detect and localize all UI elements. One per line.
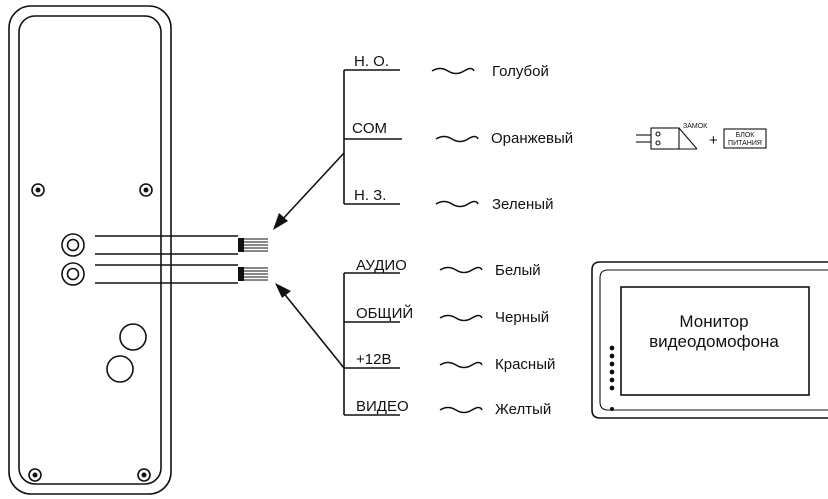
lock-power-symbol: ЗАМОК + БЛОК ПИТАНИЯ: [636, 123, 767, 150]
cable-monitor: [95, 264, 268, 284]
screw-bottom-left: [28, 468, 42, 482]
monitor-bus: [275, 272, 400, 416]
cable-grommet-top: [61, 233, 85, 257]
panel-hole-2: [106, 355, 134, 383]
terminal-label-no: Н. О.: [354, 53, 389, 70]
terminal-label-audio: АУДИО: [356, 257, 407, 274]
terminal-label-video: ВИДЕО: [356, 398, 409, 415]
monitor-buttons: [609, 345, 615, 411]
call-panel-outer: [8, 5, 172, 495]
wire-color-black: Черный: [495, 309, 549, 326]
relay-bus: [273, 69, 402, 230]
terminal-label-common: ОБЩИЙ: [356, 304, 413, 322]
screw-top-left: [31, 183, 45, 197]
monitor-screen: [620, 286, 810, 396]
power-supply-label-2: ПИТАНИЯ: [728, 140, 762, 147]
terminal-label-12v: +12В: [356, 351, 391, 368]
panel-hole-1: [119, 323, 147, 351]
cable-grommet-bottom: [61, 262, 85, 286]
wire-color-white: Белый: [495, 262, 541, 279]
monitor-label-2: видеодомофона: [649, 332, 779, 351]
wire-color-yellow: Желтый: [495, 401, 551, 418]
wire-wave-icons: [431, 67, 483, 414]
lock-icon: [636, 127, 698, 150]
lock-label: ЗАМОК: [683, 123, 708, 130]
plus-sign: +: [709, 132, 718, 149]
cable-relay: [95, 235, 268, 255]
screw-bottom-right: [137, 468, 151, 482]
wire-color-blue: Голубой: [492, 63, 549, 80]
call-panel-inner: [18, 15, 162, 485]
wire-color-orange: Оранжевый: [491, 130, 573, 147]
power-supply-box: [723, 128, 767, 149]
terminal-label-com: COM: [352, 120, 387, 137]
monitor-label-1: Монитор: [679, 312, 748, 331]
video-monitor: Монитор видеодомофона: [591, 261, 828, 419]
wire-color-green: Зеленый: [492, 196, 553, 213]
call-panel: [8, 5, 172, 495]
power-supply-label-1: БЛОК: [736, 132, 756, 139]
wire-color-red: Красный: [495, 356, 555, 373]
screw-top-right: [139, 183, 153, 197]
terminal-label-nc: Н. З.: [354, 187, 386, 204]
